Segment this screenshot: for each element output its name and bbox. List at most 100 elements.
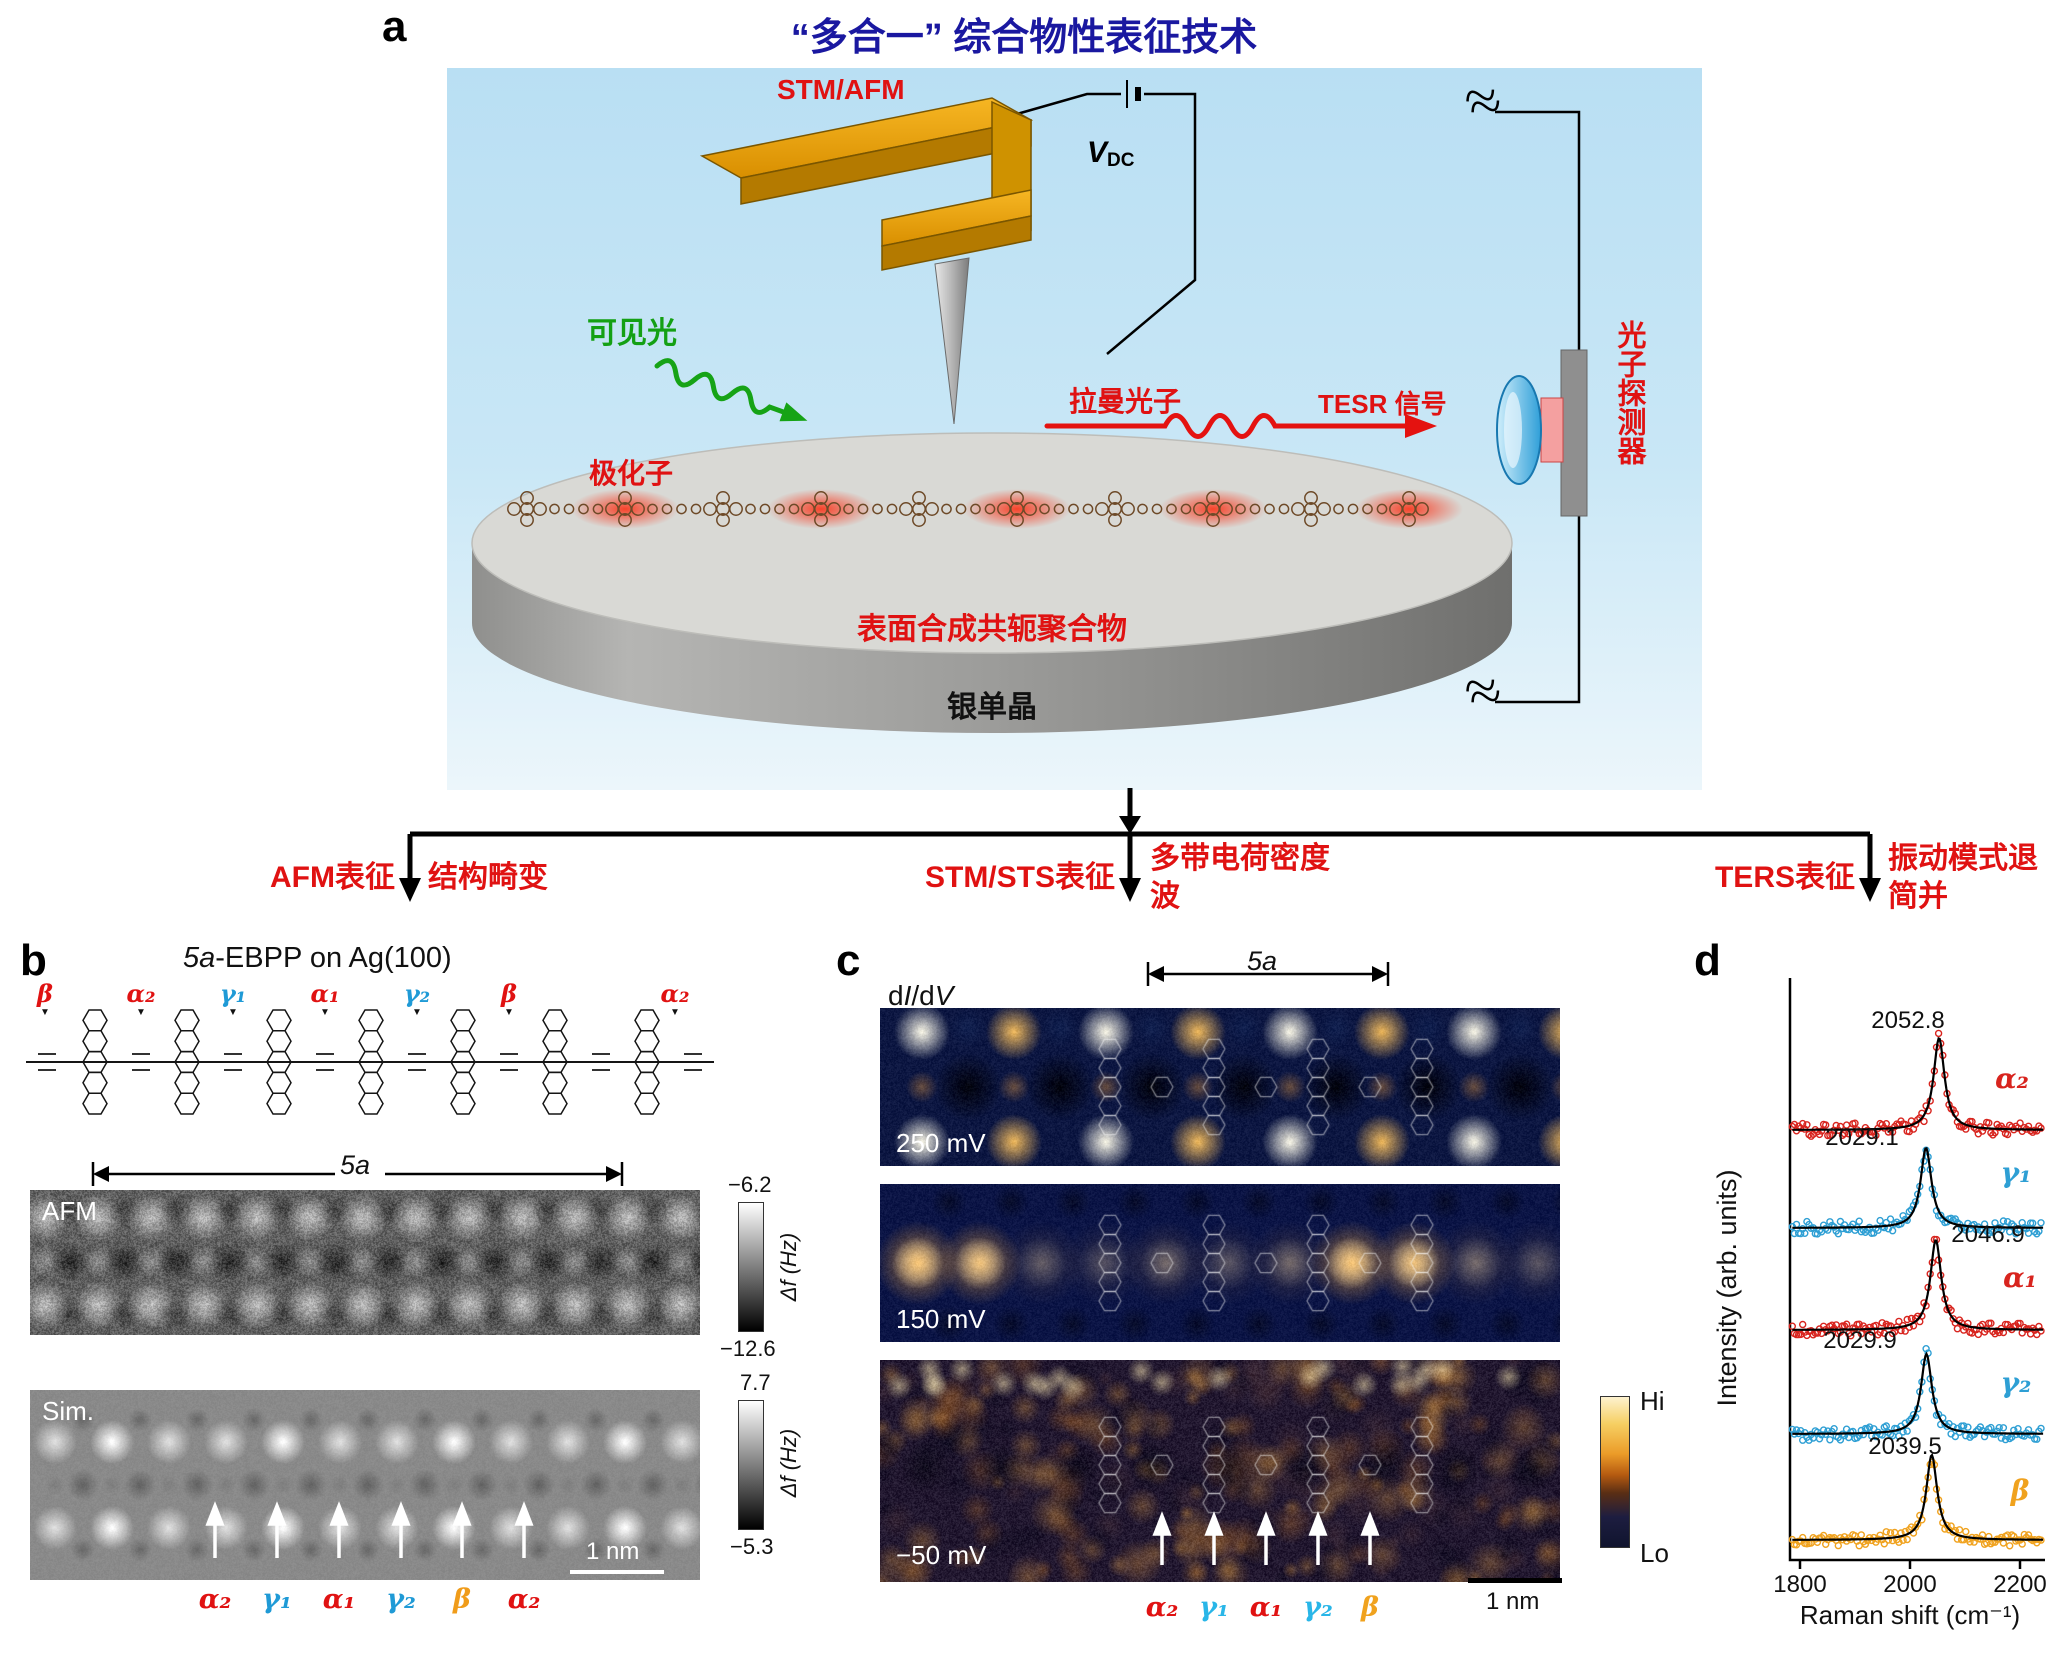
branch-arrows: [399, 788, 1881, 902]
photon-detector: [1496, 349, 1588, 517]
structure-mode-label: β▼: [37, 979, 53, 1018]
panel-a-label: a: [382, 2, 407, 51]
raman-photon-arrow: [1044, 413, 1437, 439]
figure-title: “多合一” 综合物性表征技术: [790, 17, 1258, 59]
panel-c-label: c: [836, 936, 861, 985]
map-mode-label-row: α₂ γ₁ α₁ γ₂ β: [0, 1592, 1600, 1632]
structure-mode-label: γ₂▼: [403, 979, 431, 1018]
afm-image-label: AFM: [42, 1196, 97, 1226]
polymer-label: 表面合成共轭聚合物: [857, 613, 1127, 646]
bias-label-neg50mv: −50 mV: [896, 1540, 987, 1570]
bias-label-150mv: 150 mV: [896, 1304, 986, 1334]
structure-mode-label: α₂▼: [126, 979, 156, 1018]
colorbar-hi-label: Hi: [1640, 1386, 1665, 1416]
svg-text:β: β: [2010, 1474, 2030, 1507]
structure-mode-label: β▼: [501, 979, 517, 1018]
polaron-label: 极化子: [589, 458, 674, 489]
panel-d-label: d: [1694, 936, 1721, 985]
unit-cell-span-c: [1146, 962, 1390, 986]
afm-image: [30, 1190, 700, 1335]
svg-text:2052.8: 2052.8: [1871, 1007, 1944, 1034]
svg-text:2039.5: 2039.5: [1868, 1433, 1941, 1460]
svg-text:2046.9: 2046.9: [1951, 1221, 2024, 1248]
didv-map-label: dI/dV: [888, 980, 954, 1011]
unit-cell-span-b-label: 5a: [339, 1150, 371, 1180]
structure-mode-label: γ₁▼: [219, 979, 247, 1018]
stm-afm-label: STM/AFM: [777, 74, 905, 105]
structure-mode-label: α₁▼: [310, 979, 340, 1018]
svg-text:α₂: α₂: [1995, 1062, 2029, 1095]
polymer-chain: [507, 489, 1463, 529]
bias-label-250mv: 250 mV: [896, 1128, 986, 1158]
svg-text:γ₁: γ₁: [2001, 1156, 2032, 1189]
panel-a-drawing: [471, 80, 1588, 733]
break-symbol-top: [1466, 89, 1500, 113]
raman-x-axis-label: Raman shift (cm⁻¹): [1799, 1600, 2021, 1630]
sim-mode-label-row: α₂ γ₁ α₁ γ₂ β α₂: [0, 1584, 780, 1624]
raman-y-axis-label: Intensity (arb. units): [1712, 1169, 1742, 1407]
branch-result-sts: 多带电荷密度波: [1150, 842, 1330, 913]
panel-b-label: b: [20, 936, 47, 985]
sim-scale-min: −5.3: [730, 1534, 774, 1559]
didv-map-250mv: [880, 1008, 1560, 1166]
mode-label: α₂: [1145, 1592, 1179, 1623]
panel-a-scene: [447, 68, 1702, 790]
svg-text:2000: 2000: [1883, 1571, 1936, 1598]
mode-label: α₂: [198, 1584, 232, 1615]
break-symbol-bottom: [1466, 679, 1500, 703]
branch-method-sts: STM/STS表征: [924, 861, 1115, 894]
mode-label: β: [1361, 1592, 1379, 1623]
stm-afm-cantilever: [699, 97, 1034, 425]
sim-colorbar: [738, 1400, 764, 1530]
sim-scalebar: [570, 1570, 664, 1574]
sim-scalebar-label: 1 nm: [586, 1538, 640, 1565]
afm-scale-min: −12.6: [720, 1336, 776, 1361]
didv-map-150mv: [880, 1184, 1560, 1342]
afm-scale-max: −6.2: [728, 1172, 772, 1197]
unit-cell-span-c-label: 5a: [1246, 946, 1278, 976]
branch-result-ters: 振动模式退简并: [1888, 842, 2038, 913]
svg-text:2029.9: 2029.9: [1823, 1327, 1896, 1354]
substrate-label: 银单晶: [947, 691, 1037, 724]
branch-result-afm: 结构畸变: [428, 861, 548, 894]
mode-label: α₁: [322, 1584, 356, 1615]
tesr-signal-label: TESR 信号: [1318, 389, 1447, 419]
svg-text:α₁: α₁: [2003, 1261, 2037, 1294]
branch-method-ters: TERS表征: [1714, 861, 1855, 894]
mode-label: γ₂: [386, 1584, 416, 1615]
bias-voltage-label: VDC: [1087, 136, 1135, 172]
mode-label: α₁: [1249, 1592, 1283, 1623]
didv-map-neg50mv: [880, 1360, 1560, 1582]
sim-scale-max: 7.7: [740, 1370, 771, 1395]
bias-circuit-wire: [1016, 80, 1197, 355]
mode-label: γ₂: [1303, 1592, 1333, 1623]
photon-detector-label: 光子探测器: [1613, 320, 1645, 465]
afm-colorbar: [738, 1202, 764, 1332]
mode-label: α₂: [507, 1584, 541, 1615]
probe-tip: [934, 257, 970, 425]
afm-scale-unit: Δf (Hz): [776, 1232, 801, 1302]
battery-icon: [1126, 80, 1141, 108]
panel-b-title: 5a-EBPP on Ag(100): [183, 942, 452, 974]
silver-crystal-disk: [471, 432, 1513, 733]
unit-cell-span-b: [91, 1162, 624, 1186]
sim-image-label: Sim.: [42, 1396, 94, 1426]
chemical-structure: [26, 1009, 714, 1115]
structure-mode-labels: β▼α₂▼γ₁▼α₁▼γ₂▼β▼α₂▼: [20, 982, 720, 1018]
mode-label: γ₁: [262, 1584, 292, 1615]
svg-text:γ₂: γ₂: [2001, 1366, 2032, 1399]
visible-light-label: 可见光: [587, 317, 677, 350]
sim-scale-unit: Δf (Hz): [776, 1428, 801, 1498]
mode-label: γ₁: [1199, 1592, 1229, 1623]
mode-label: β: [453, 1584, 471, 1615]
simulated-afm-image: [30, 1390, 700, 1580]
colorbar-lo-label: Lo: [1640, 1538, 1669, 1568]
didv-colorbar: [1600, 1396, 1630, 1548]
svg-text:2029.1: 2029.1: [1825, 1124, 1898, 1151]
raman-photon-label: 拉曼光子: [1069, 386, 1182, 417]
map-scalebar-label: 1 nm: [1486, 1588, 1540, 1615]
visible-light-arrow: [654, 358, 808, 422]
branch-method-afm: AFM表征: [270, 861, 395, 894]
